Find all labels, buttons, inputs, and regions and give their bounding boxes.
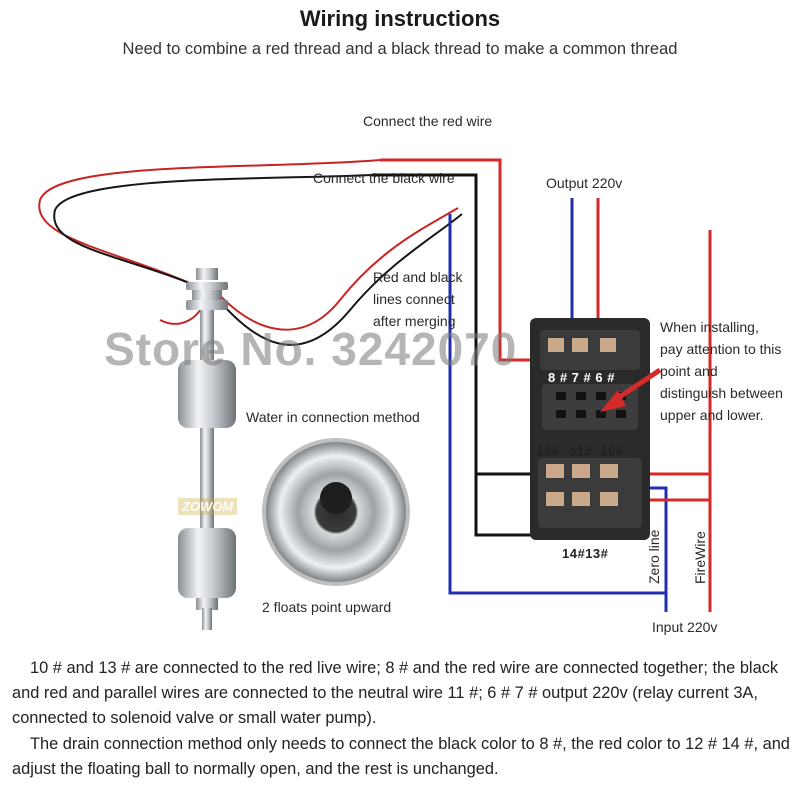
label-merge: Red and black lines connect after mergin… [373,266,463,332]
terminal-top-labels: 8 # 7 # 6 # [548,370,615,385]
install-note-line: pay attention to this [660,341,782,357]
install-note-line: point and [660,363,718,379]
label-zero-line: Zero line [646,529,662,584]
wire-black-connect [372,173,540,476]
instruction-paragraph-1: 10 # and 13 # are connected to the red l… [12,659,779,727]
terminal-10: 10# [600,444,624,459]
install-note-line: upper and lower. [660,407,764,423]
wire-red-connect [380,158,545,362]
sensor-cables [38,159,463,346]
cable-black-1 [53,174,373,293]
store-watermark: Store No. 3242070 [104,323,518,375]
label-output: Output 220v [546,175,623,191]
install-note-line: When installing, [660,319,759,335]
float-closeup [262,438,410,586]
cable-red-2 [214,207,459,331]
relay-socket [530,318,650,540]
brand-mark: ZOWOM [178,498,238,515]
label-water-method: Water in connection method [246,409,420,425]
terminal-11: 11# [570,444,593,459]
label-merge-line: Red and black [373,269,463,285]
label-input: Input 220v [652,619,718,635]
terminal-bottom: 14#13# [562,546,609,561]
instruction-paragraph-2: The drain connection method only needs t… [12,735,790,778]
float-switch [178,268,236,630]
label-connect-red: Connect the red wire [363,113,493,129]
label-firewire: FireWire [692,531,708,584]
attention-arrow [600,367,662,412]
label-install-note: When installing, pay attention to this p… [660,316,783,426]
page-subtitle: Need to combine a red thread and a black… [122,40,678,58]
label-floats: 2 floats point upward [262,599,392,615]
cable-black-2 [211,213,463,346]
terminal-12: 12# [536,444,560,459]
label-connect-black: Connect the black wire [313,170,455,186]
cable-red-1 [38,159,381,291]
label-merge-line: after merging [373,313,456,329]
install-note-line: distinguish between [660,385,783,401]
label-merge-line: lines connect [373,291,455,307]
page-title: Wiring instructions [299,6,501,31]
wire-black-branch [474,474,540,537]
